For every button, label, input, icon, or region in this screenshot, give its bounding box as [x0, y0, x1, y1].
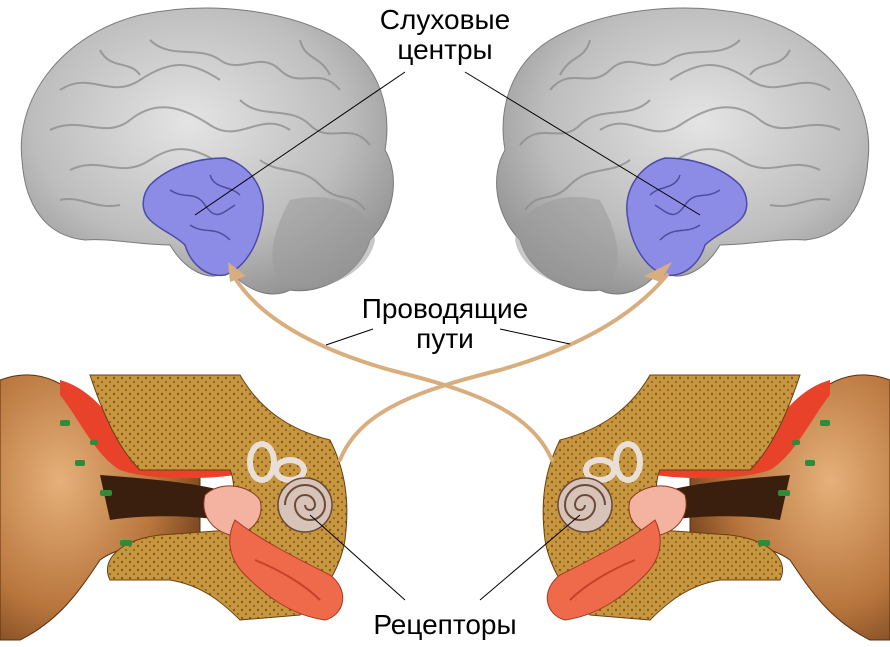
arrowhead-right-icon — [644, 262, 672, 282]
ear-left — [0, 374, 348, 641]
pathway-left-to-right — [338, 273, 669, 462]
auditory-cortex-right — [626, 157, 748, 277]
auditory-centers-line-2: центры — [397, 34, 493, 65]
auditory-cortex-left — [142, 157, 264, 277]
leader-lines — [194, 71, 701, 601]
cochlea-left — [277, 477, 333, 533]
arrowhead-left-icon — [228, 262, 246, 282]
conducting-paths-line-2: пути — [416, 323, 474, 354]
ear-right — [542, 374, 890, 641]
auditory-centers-label: Слуховые центры — [350, 5, 540, 65]
receptors-label: Рецепторы — [373, 609, 517, 640]
conducting-paths-line-1: Проводящие — [361, 293, 529, 324]
conducting-paths-label: Проводящие пути — [325, 294, 565, 354]
pathway-right-to-left — [231, 273, 554, 462]
conducting-pathways — [231, 273, 669, 462]
brain-right — [496, 7, 870, 295]
brain-left — [20, 7, 394, 295]
auditory-centers-line-1: Слуховые — [379, 4, 511, 35]
cochlea-right — [557, 477, 613, 533]
